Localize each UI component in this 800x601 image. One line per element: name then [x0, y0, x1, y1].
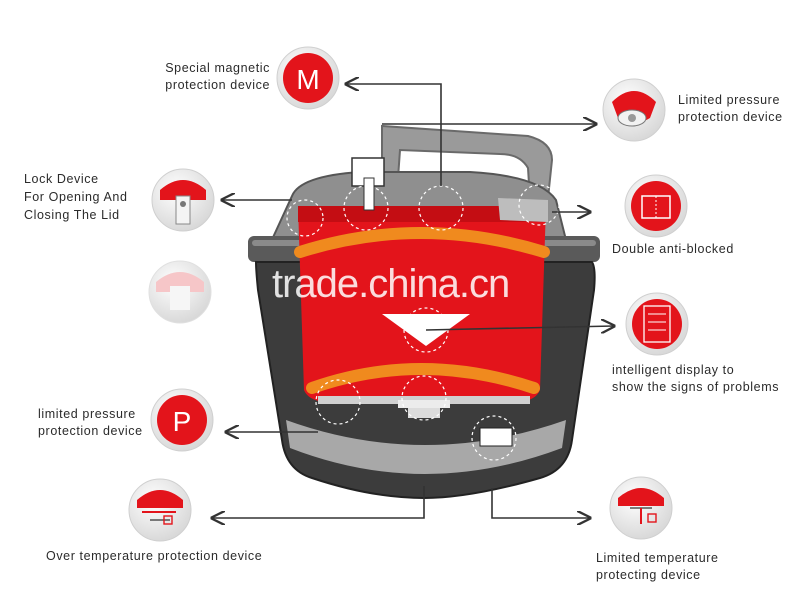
label-limited-temperature: Limited temperature protecting device	[596, 551, 719, 582]
arrow-display	[425, 326, 614, 330]
heat-band-top	[294, 227, 550, 258]
limited-pressure-letter: P	[173, 406, 192, 437]
gasket-icon	[148, 260, 212, 324]
label-magnetic: Special magnetic protection device	[165, 61, 270, 92]
over-temperature-icon	[128, 478, 192, 542]
limited-pressure-icon: P	[150, 388, 214, 452]
valve-stem	[363, 177, 375, 211]
leader-lines	[212, 84, 614, 518]
sensor-foot	[398, 400, 450, 408]
label-lock: Lock Device For Opening And Closing The …	[24, 172, 128, 222]
label-anti-blocked: Double anti-blocked	[612, 242, 734, 256]
pressure-gauge-icon	[602, 78, 666, 142]
lid-plate	[498, 198, 548, 222]
arrow-limited-temp	[491, 488, 590, 518]
control-panel	[479, 427, 513, 447]
inner-pot	[298, 206, 546, 402]
anti-blocked-icon	[624, 174, 688, 238]
lock-icon	[151, 168, 215, 232]
magnetic-icon: M	[276, 46, 340, 110]
label-over-temperature: Over temperature protection device	[46, 549, 263, 563]
label-limited-pressure-left: limited pressure protection device	[38, 407, 143, 438]
limited-temperature-icon	[609, 476, 673, 540]
arrow-magnetic	[346, 84, 442, 186]
label-display: intelligent display to show the signs of…	[612, 363, 780, 394]
cooker-illustration	[248, 124, 600, 500]
watermark: trade.china.cn	[272, 262, 510, 306]
pot-rim	[298, 206, 546, 222]
magnetic-letter: M	[296, 64, 319, 95]
display-icon	[625, 292, 689, 356]
label-limited-pressure-right: Limited pressure protection device	[678, 93, 783, 124]
arrow-over-temp	[212, 486, 425, 518]
